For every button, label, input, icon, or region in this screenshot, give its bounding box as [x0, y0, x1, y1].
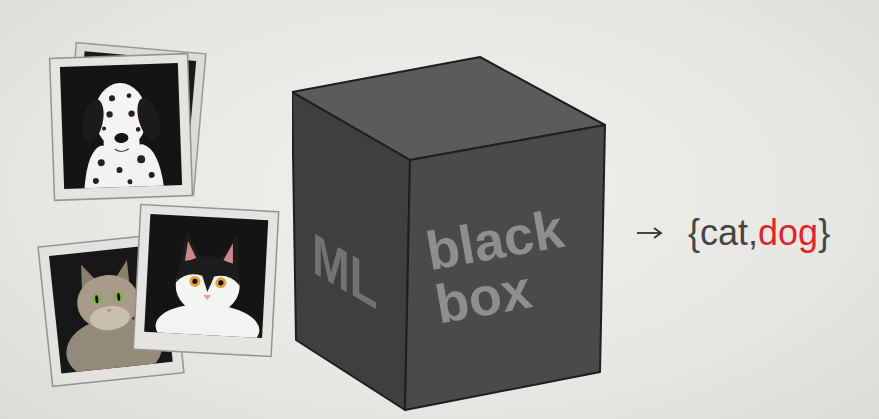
cat-photo	[133, 204, 278, 356]
output-set-brace: {cat,	[688, 215, 758, 251]
black-box-cube: MLblack box	[292, 55, 606, 412]
output-set-brace: }	[818, 215, 830, 251]
output-class: dog	[758, 215, 818, 251]
output-arrow	[637, 228, 661, 238]
cube-face	[292, 92, 410, 410]
dog-photo	[50, 54, 193, 201]
